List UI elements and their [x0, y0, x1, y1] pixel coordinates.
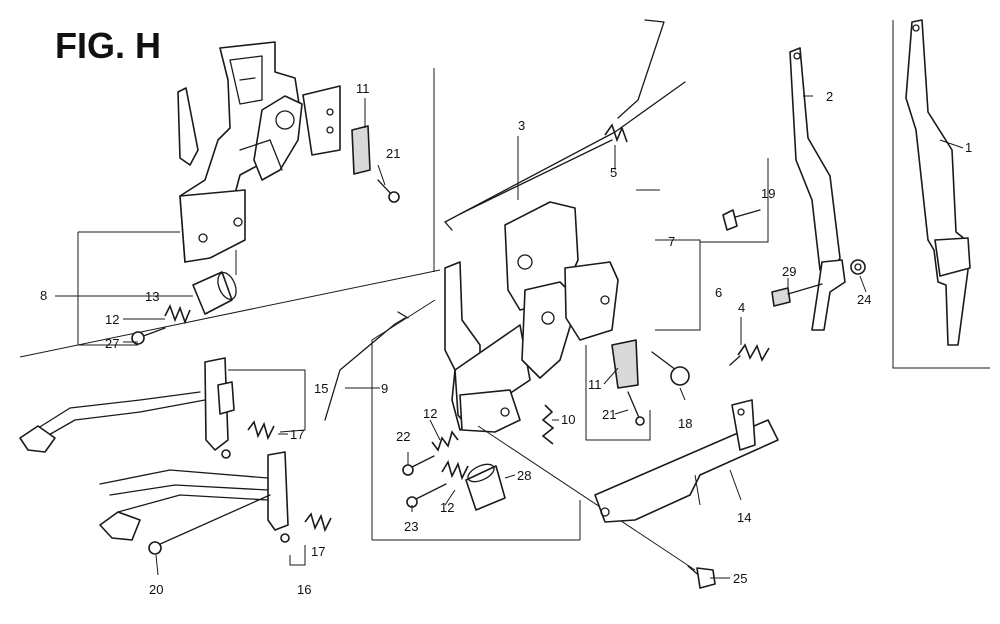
callout-7: 7	[668, 234, 675, 249]
rod-9	[324, 311, 409, 421]
callout-13: 13	[145, 289, 159, 304]
governor-bracket-assembly	[77, 41, 400, 346]
callout-12-left: 12	[105, 312, 119, 327]
callout-17-lower: 17	[311, 544, 325, 559]
callout-22: 22	[396, 429, 410, 444]
callout-11-center: 11	[588, 377, 602, 392]
callout-27: 27	[105, 336, 119, 351]
callout-28: 28	[517, 468, 531, 483]
callout-23: 23	[404, 519, 418, 534]
callout-12-center-upper: 12	[423, 406, 437, 421]
left-cable-assemblies	[19, 357, 332, 566]
callout-6: 6	[715, 285, 722, 300]
callout-9: 9	[381, 381, 388, 396]
callout-16: 16	[297, 582, 311, 597]
callout-14: 14	[737, 510, 751, 525]
callout-29: 29	[782, 264, 796, 279]
callout-19: 19	[761, 186, 775, 201]
throttle-cable	[444, 19, 686, 231]
callout-17-upper: 17	[290, 427, 304, 442]
callout-1: 1	[965, 140, 972, 155]
callout-labels: 1 2 3 4 5 6 7 8 9 10 11 11 12 12 12 13 1…	[40, 81, 972, 597]
right-parts	[594, 19, 971, 589]
callout-3: 3	[518, 118, 525, 133]
callout-4: 4	[738, 300, 745, 315]
control-base-assembly	[402, 201, 696, 571]
callout-11-upper: 11	[356, 81, 370, 96]
figure-title: FIG. H	[55, 25, 161, 66]
callout-18: 18	[678, 416, 692, 431]
frame-lines	[19, 20, 990, 541]
callout-10: 10	[561, 412, 575, 427]
callout-25: 25	[733, 571, 747, 586]
callout-12-center-lower: 12	[440, 500, 454, 515]
callout-21-upper: 21	[386, 146, 400, 161]
callout-15: 15	[314, 381, 328, 396]
callout-20: 20	[149, 582, 163, 597]
callout-2: 2	[826, 89, 833, 104]
callout-8: 8	[40, 288, 47, 303]
callout-21-center: 21	[602, 407, 616, 422]
leader-lines	[55, 95, 964, 579]
callout-5-upper: 5	[610, 165, 617, 180]
callout-24: 24	[857, 292, 871, 307]
